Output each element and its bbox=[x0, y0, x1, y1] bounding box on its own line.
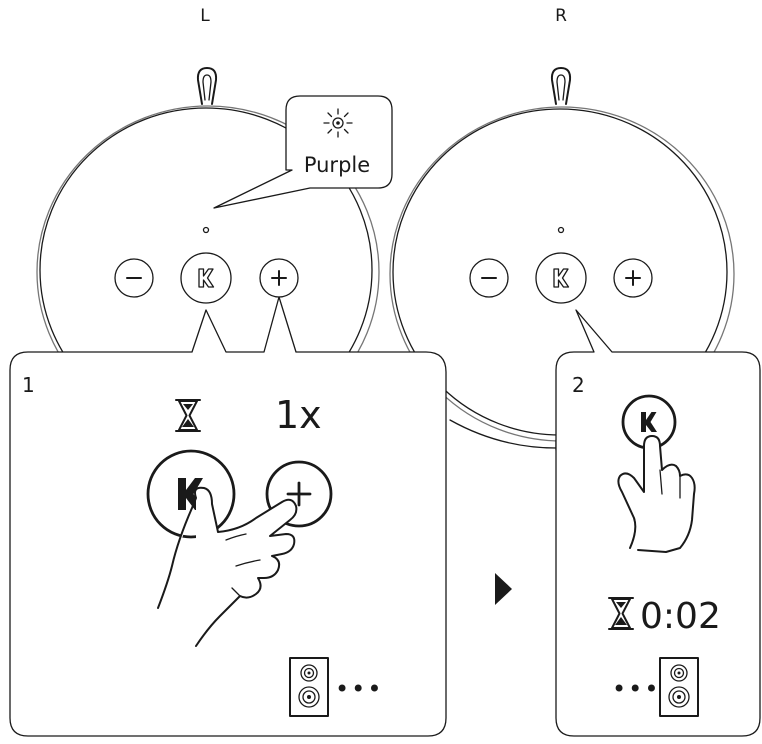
hourglass-icon bbox=[175, 399, 201, 432]
step-2-speaker-icon bbox=[659, 657, 699, 717]
hand-press-icon bbox=[157, 486, 298, 647]
right-speaker-loop bbox=[550, 67, 572, 105]
left-speaker-label: L bbox=[200, 6, 210, 26]
step-2-ellipsis-icon: ••• bbox=[612, 675, 660, 703]
right-plus-button[interactable] bbox=[613, 258, 653, 298]
left-speaker-loop bbox=[196, 67, 218, 105]
large-kef-button[interactable] bbox=[146, 449, 236, 539]
speaker-icon bbox=[289, 657, 329, 717]
step-1-number: 1 bbox=[22, 373, 35, 397]
ellipsis-icon: ••• bbox=[335, 675, 383, 703]
step-2-hand-press-icon bbox=[617, 435, 696, 553]
right-speaker-label: R bbox=[555, 6, 567, 26]
left-minus-button[interactable] bbox=[114, 258, 154, 298]
next-step-arrow-icon bbox=[495, 573, 512, 605]
step-1-panel: 1 1x bbox=[9, 296, 447, 737]
step-2-panel: 2 0:02 ••• bbox=[555, 309, 761, 737]
right-led-indicator bbox=[557, 226, 565, 234]
left-led-indicator bbox=[202, 226, 210, 234]
right-kef-button[interactable] bbox=[535, 252, 587, 304]
led-color-callout: Purple bbox=[213, 95, 393, 209]
right-minus-button[interactable] bbox=[469, 258, 509, 298]
press-count: 1x bbox=[275, 393, 322, 437]
left-speaker bbox=[36, 67, 380, 352]
led-color-name: Purple bbox=[304, 153, 370, 177]
step-2-number: 2 bbox=[572, 373, 585, 397]
left-kef-button[interactable] bbox=[180, 252, 232, 304]
hold-duration: 0:02 bbox=[640, 596, 721, 637]
left-speaker-body bbox=[39, 107, 373, 352]
left-plus-button[interactable] bbox=[259, 258, 299, 298]
step-2-hourglass-icon bbox=[608, 597, 634, 630]
led-light-icon bbox=[323, 108, 353, 138]
